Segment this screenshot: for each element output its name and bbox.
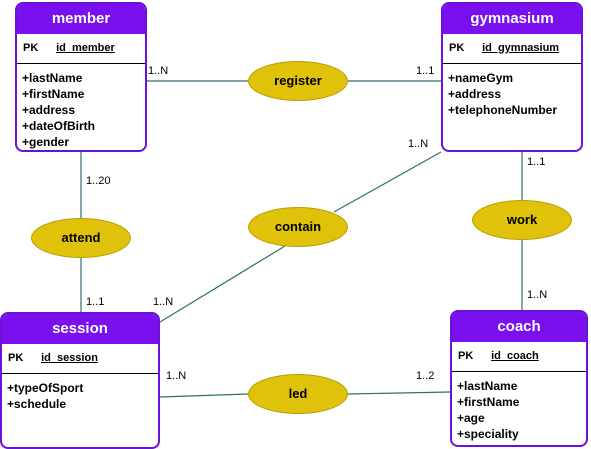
member-attributes: +lastName +firstName +address +dateOfBir… <box>17 64 145 150</box>
member-attr-gender: +gender <box>22 135 70 149</box>
pk-label: PK <box>8 352 24 364</box>
member-attr-firstname: +firstName <box>22 87 85 101</box>
gymnasium-pk-field: id_gymnasium <box>482 42 560 54</box>
register-card-member: 1..N <box>148 65 169 77</box>
coach-entity[interactable]: coach PK id_coach +lastName +firstName +… <box>450 310 588 447</box>
coach-title: coach <box>452 312 586 342</box>
work-card-coach: 1..N <box>527 289 548 301</box>
pk-label: PK <box>23 42 39 54</box>
coach-attributes: +lastName +firstName +age +speciality <box>452 372 586 442</box>
session-pk-field: id_session <box>41 352 98 364</box>
member-title: member <box>17 4 145 34</box>
member-attr-address: +address <box>22 103 76 117</box>
edge-led-coach <box>347 391 451 395</box>
session-pk-row: PK id_session <box>2 344 158 374</box>
led-relationship[interactable]: led <box>248 374 348 414</box>
coach-pk-field: id_coach <box>491 350 539 362</box>
led-card-session: 1..N <box>166 370 187 382</box>
work-relationship[interactable]: work <box>472 200 572 240</box>
gymnasium-attr-address: +address <box>448 87 502 101</box>
contain-card-session: 1..N <box>153 296 174 308</box>
contain-relationship[interactable]: contain <box>248 207 348 247</box>
coach-attr-firstname: +firstName <box>457 395 520 409</box>
session-entity[interactable]: session PK id_session +typeOfSport +sche… <box>0 312 160 449</box>
gymnasium-title: gymnasium <box>443 4 581 34</box>
work-card-gymnasium: 1..1 <box>527 156 546 168</box>
session-attributes: +typeOfSport +schedule <box>2 374 158 412</box>
edge-contain-session <box>159 245 286 323</box>
gymnasium-attributes: +nameGym +address +telephoneNumber <box>443 64 581 118</box>
gymnasium-attr-namegym: +nameGym <box>448 71 514 85</box>
member-attr-lastname: +lastName <box>22 71 83 85</box>
coach-attr-speciality: +speciality <box>457 427 519 441</box>
pk-label: PK <box>458 350 474 362</box>
member-pk-field: id_member <box>56 42 115 54</box>
register-card-gymnasium: 1..1 <box>416 65 435 77</box>
session-attr-typeofsport: +typeOfSport <box>7 381 84 395</box>
coach-pk-row: PK id_coach <box>452 342 586 372</box>
member-entity[interactable]: member PK id_member +lastName +firstName… <box>15 2 147 152</box>
gymnasium-attr-telephone: +telephoneNumber <box>448 103 558 117</box>
coach-attr-age: +age <box>457 411 485 425</box>
register-relationship[interactable]: register <box>248 61 348 101</box>
member-attr-dateofbirth: +dateOfBirth <box>22 119 96 133</box>
led-card-coach: 1..2 <box>416 370 435 382</box>
attend-card-session: 1..1 <box>86 296 105 308</box>
pk-label: PK <box>449 42 465 54</box>
session-attr-schedule: +schedule <box>7 397 67 411</box>
attend-relationship[interactable]: attend <box>31 218 131 258</box>
contain-card-gymnasium: 1..N <box>408 138 429 150</box>
gymnasium-pk-row: PK id_gymnasium <box>443 34 581 64</box>
edge-gymnasium-contain <box>333 151 442 213</box>
edge-session-led <box>159 393 249 398</box>
member-pk-row: PK id_member <box>17 34 145 64</box>
gymnasium-entity[interactable]: gymnasium PK id_gymnasium +nameGym +addr… <box>441 2 583 152</box>
attend-card-member: 1..20 <box>86 175 111 187</box>
coach-attr-lastname: +lastName <box>457 379 518 393</box>
session-title: session <box>2 314 158 344</box>
